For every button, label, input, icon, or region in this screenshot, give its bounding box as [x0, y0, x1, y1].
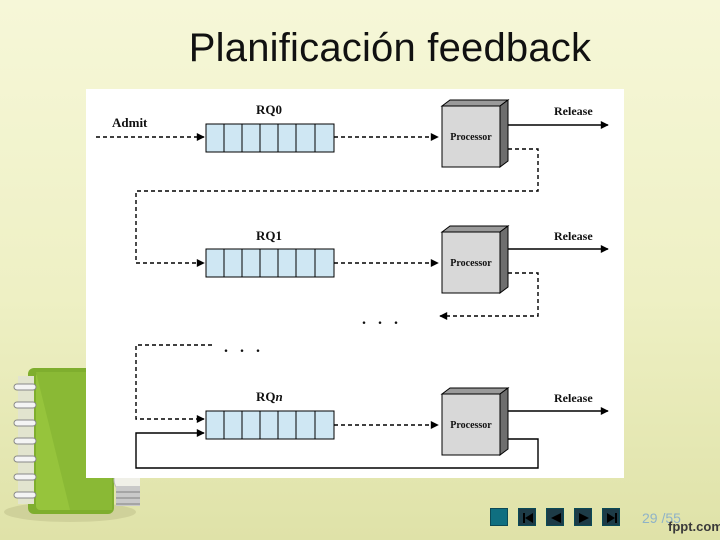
first-slide-button[interactable]	[490, 508, 508, 526]
queue-label-rqn: RQn	[256, 389, 283, 404]
processor-0	[440, 99, 510, 168]
admit-label: Admit	[112, 115, 148, 130]
slide-title: Planificación feedback	[188, 26, 592, 70]
feedback-arrow-n-loop	[135, 429, 539, 469]
next-slide-button[interactable]	[574, 508, 592, 526]
processor-label-1: Processor	[450, 258, 492, 269]
processor-n	[440, 387, 510, 456]
queue-label-rq0: RQ0	[256, 102, 282, 117]
skip-back-icon	[523, 513, 533, 523]
ready-queue-rqn	[205, 410, 335, 440]
feedback-arrow-1-continued	[439, 272, 539, 320]
page-number: 29 /55	[642, 510, 681, 526]
processor-label-n: Processor	[450, 420, 492, 431]
previous-slide-button[interactable]	[546, 508, 564, 526]
feedback-scheduling-diagram: Admit RQ0 Processor Release RQ1	[86, 89, 624, 478]
skip-forward-icon	[607, 513, 617, 523]
queue-label-rq1: RQ1	[256, 228, 282, 243]
release-label-n: Release	[554, 391, 593, 405]
ellipsis-left: . . .	[224, 339, 264, 356]
ellipsis-right: . . .	[362, 311, 402, 328]
first-slide-icon	[491, 509, 509, 527]
ready-queue-rq1	[205, 248, 335, 278]
last-slide-button[interactable]	[602, 508, 620, 526]
feedback-arrow-to-n	[135, 344, 212, 423]
ready-queue-rq0	[205, 123, 335, 153]
previous-icon	[551, 513, 561, 523]
fppt-watermark: fppt.com	[668, 519, 720, 534]
release-label-0: Release	[554, 104, 593, 118]
processor-1	[440, 225, 510, 294]
processor-label-0: Processor	[450, 132, 492, 143]
next-icon	[579, 513, 589, 523]
feedback-arrow-0-to-1	[135, 148, 539, 267]
release-label-1: Release	[554, 229, 593, 243]
first-page-button[interactable]	[518, 508, 536, 526]
